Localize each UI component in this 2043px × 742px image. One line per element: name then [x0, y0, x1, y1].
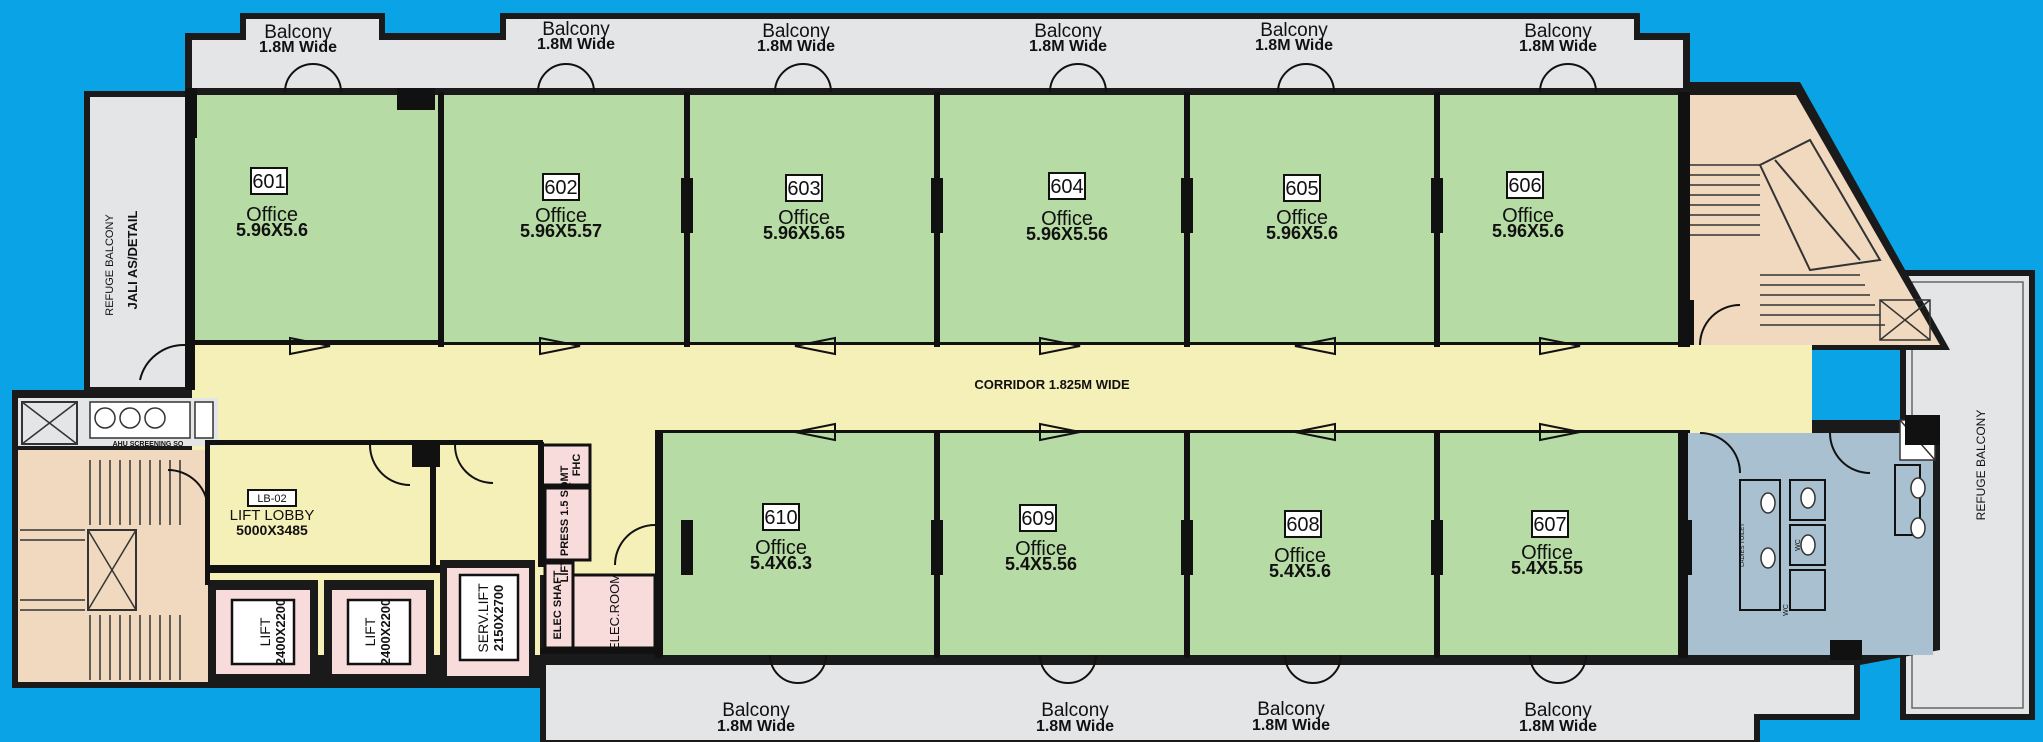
balcony-top-4-title: Balcony — [1034, 21, 1102, 42]
balcony-top-1-width: 1.8M Wide — [259, 39, 337, 56]
lift-shafts — [208, 560, 535, 682]
corridor-area — [192, 345, 1812, 433]
office-603-type: Office — [778, 207, 830, 229]
office-605-number: 605 — [1285, 178, 1318, 200]
elec-rooms — [538, 443, 657, 650]
top-balconies — [185, 13, 1690, 95]
balcony-top-2-title: Balcony — [542, 19, 610, 40]
office-609-number: 609 — [1021, 508, 1054, 530]
balcony-top-6-width: 1.8M Wide — [1519, 38, 1597, 55]
elec-room-label: ELEC.ROOM — [607, 573, 622, 651]
office-607-size: 5.4X5.55 — [1511, 558, 1583, 578]
service-lift-name: SERV.LIFT — [475, 583, 491, 653]
wc-label-2: WC — [1795, 539, 1802, 551]
office-610-size: 5.4X6.3 — [750, 553, 812, 573]
balcony-top-5-width: 1.8M Wide — [1255, 37, 1333, 54]
balcony-bottom-3-width: 1.8M Wide — [1252, 717, 1330, 734]
top-offices — [195, 95, 1678, 345]
office-608-type: Office — [1274, 545, 1326, 567]
balcony-top-3-width: 1.8M Wide — [757, 38, 835, 55]
balcony-bottom-1-width: 1.8M Wide — [717, 718, 795, 735]
balcony-bottom-3-title: Balcony — [1257, 699, 1325, 720]
balcony-top-5-title: Balcony — [1260, 20, 1328, 41]
refuge-balcony-left — [84, 91, 194, 391]
corridor-door-markers — [289, 336, 1581, 442]
office-602-size: 5.96X5.57 — [520, 221, 602, 241]
fhc-label: FHC — [571, 454, 583, 477]
lift-2-size: 2400X2200 — [378, 599, 393, 666]
balcony-bottom-2-title: Balcony — [1041, 700, 1109, 721]
balcony-bottom-4-title: Balcony — [1524, 700, 1592, 721]
office-605-size: 5.96X5.6 — [1266, 223, 1338, 243]
wc-label-1: WC — [1783, 604, 1790, 616]
office-607-number: 607 — [1533, 514, 1566, 536]
office-601-type: Office — [246, 204, 298, 226]
elec-shaft-label: ELEC SHAFT — [552, 570, 564, 639]
office-603-size: 5.96X5.65 — [763, 223, 845, 243]
office-606-size: 5.96X5.6 — [1492, 221, 1564, 241]
balcony-top-1-title: Balcony — [264, 22, 332, 43]
staircase-right — [1690, 95, 1940, 345]
office-609-size: 5.4X5.56 — [1005, 554, 1077, 574]
balcony-bottom-2-width: 1.8M Wide — [1036, 718, 1114, 735]
service-lift-size: 2150X2700 — [491, 585, 506, 652]
lift-lobby-code: LB-02 — [257, 493, 286, 505]
ahu-block — [18, 398, 218, 446]
office-601-size: 5.96X5.6 — [236, 220, 308, 240]
lift-press-label: LIFT PRESS 1.5 SQMT — [559, 465, 571, 582]
office-604-size: 5.96X5.56 — [1026, 224, 1108, 244]
columns — [185, 88, 1940, 660]
ahu-label: AHU SCREENING SQ — [113, 441, 184, 448]
office-603-number: 603 — [787, 178, 820, 200]
office-609-type: Office — [1015, 538, 1067, 560]
refuge-left-detail: JALI AS/DETAIL — [125, 210, 140, 309]
balcony-top-2-width: 1.8M Wide — [537, 36, 615, 53]
office-608-number: 608 — [1286, 514, 1319, 536]
office-number-boxes — [247, 167, 1569, 538]
office-602-number: 602 — [544, 177, 577, 199]
office-602-type: Office — [535, 205, 587, 227]
lift-1-size: 2400X2200 — [273, 599, 288, 666]
lift-2-name: LIFT — [362, 617, 378, 646]
office-604-number: 604 — [1050, 176, 1083, 198]
lift-lobby-name: LIFT LOBBY — [230, 507, 315, 524]
office-605-type: Office — [1276, 207, 1328, 229]
balcony-top-6-title: Balcony — [1524, 21, 1592, 42]
corridor-label: CORRIDOR 1.825M WIDE — [974, 377, 1130, 392]
lift-lobby-size: 5000X3485 — [236, 522, 308, 538]
balcony-bottom-4-width: 1.8M Wide — [1519, 718, 1597, 735]
lift-1-name: LIFT — [257, 617, 273, 646]
bottom-balconies — [540, 652, 1860, 742]
balcony-top-3-title: Balcony — [762, 21, 830, 42]
office-610-type: Office — [755, 537, 807, 559]
refuge-left-title: REFUGE BALCONY — [104, 214, 116, 316]
balcony-top-4-width: 1.8M Wide — [1029, 38, 1107, 55]
ladies-toilet-label: LADIES TOILET — [1740, 523, 1746, 567]
office-606-type: Office — [1502, 205, 1554, 227]
office-608-size: 5.4X5.6 — [1269, 561, 1331, 581]
office-601-number: 601 — [252, 171, 285, 193]
toilet-block — [1688, 419, 1936, 655]
office-606-number: 606 — [1508, 175, 1541, 197]
balcony-doors — [139, 63, 1871, 684]
staircase-left — [18, 450, 208, 682]
office-607-type: Office — [1521, 542, 1573, 564]
office-604-type: Office — [1041, 208, 1093, 230]
balcony-bottom-1-title: Balcony — [722, 700, 790, 721]
refuge-right-title: REFUGE BALCONY — [1974, 410, 1988, 521]
bottom-offices — [662, 433, 1678, 655]
office-610-number: 610 — [764, 507, 797, 529]
lift-lobby-area — [208, 450, 538, 565]
